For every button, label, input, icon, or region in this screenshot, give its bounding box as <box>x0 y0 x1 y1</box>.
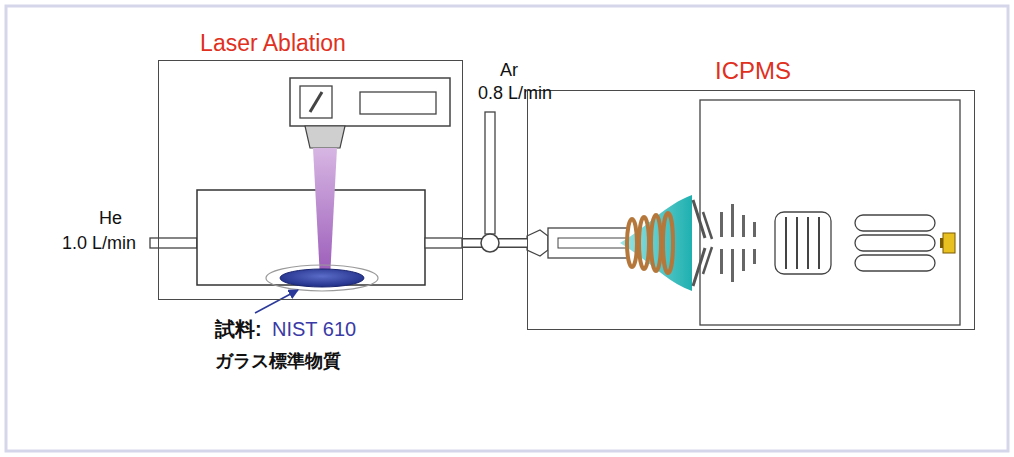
annotation-label: NIST 610 <box>272 318 356 341</box>
annotation-label: 0.8 L/min <box>478 83 552 104</box>
instrument-box: ICPMS <box>527 90 975 330</box>
instrument-box: Laser Ablation <box>158 60 463 300</box>
laser-head <box>290 78 450 148</box>
box-title: ICPMS <box>715 57 791 85</box>
icpms-internals <box>527 100 960 325</box>
laser-beam <box>313 148 337 278</box>
annotation-label: 試料: <box>215 318 262 341</box>
sample-disc <box>280 269 364 287</box>
gas-tube <box>425 238 462 248</box>
annotation-label: ガラス標準物質 <box>215 351 341 372</box>
annotation-label: He <box>99 208 122 229</box>
junction-fitting <box>481 234 499 252</box>
gas-tube <box>485 112 495 234</box>
annotation-label: Ar <box>500 60 518 81</box>
sample-holder <box>266 265 378 291</box>
annotation-label: 1.0 L/min <box>62 233 136 254</box>
leader-line <box>255 290 298 313</box>
outer-frame <box>6 6 1008 451</box>
box-title: Laser Ablation <box>200 29 346 57</box>
